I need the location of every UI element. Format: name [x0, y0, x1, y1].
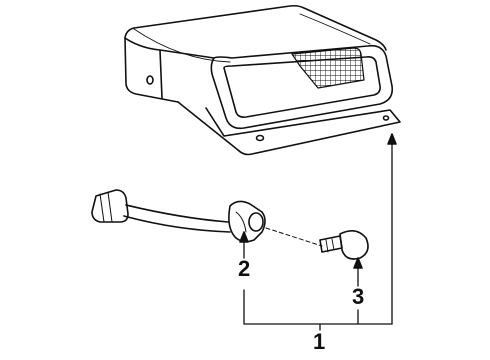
housing-top-edge [124, 4, 387, 51]
housing-top-recess [299, 13, 371, 45]
screw-hole-center [255, 134, 265, 142]
socket-body [228, 200, 266, 243]
bulb-socket [228, 200, 266, 243]
housing-left-side [124, 37, 179, 103]
bulb-glass [339, 230, 369, 260]
housing-underside [177, 101, 401, 156]
arrow-1 [387, 133, 397, 145]
harness-wire-lower [123, 215, 231, 233]
arrow-3 [353, 257, 363, 269]
bracket-1-left [243, 289, 393, 325]
housing-top-highlight [133, 28, 231, 63]
bulb-base-ridges [325, 238, 335, 253]
harness-connector [91, 189, 129, 223]
callout-3: 3 [352, 284, 365, 309]
socket-opening [248, 212, 264, 232]
callout-1: 1 [313, 329, 326, 354]
screw-hole-right [382, 115, 390, 121]
wire-harness [91, 189, 231, 233]
bulb-base [319, 235, 343, 253]
lens-bezel-inner [223, 56, 381, 118]
callout-leaders [239, 133, 397, 331]
bulb [319, 230, 369, 260]
lens-bezel [210, 44, 394, 130]
alignment-dashed-line [265, 227, 323, 247]
harness-wire-upper [125, 204, 229, 223]
harness-connector-ribs [99, 191, 113, 223]
socket-flange [235, 211, 247, 233]
arrow-2 [239, 231, 249, 243]
lens-grid [291, 47, 365, 89]
callout-2: 2 [238, 256, 251, 281]
stop-lamp-housing [124, 4, 401, 156]
housing-side-crease [159, 49, 163, 99]
screw-hole-left [146, 75, 154, 85]
